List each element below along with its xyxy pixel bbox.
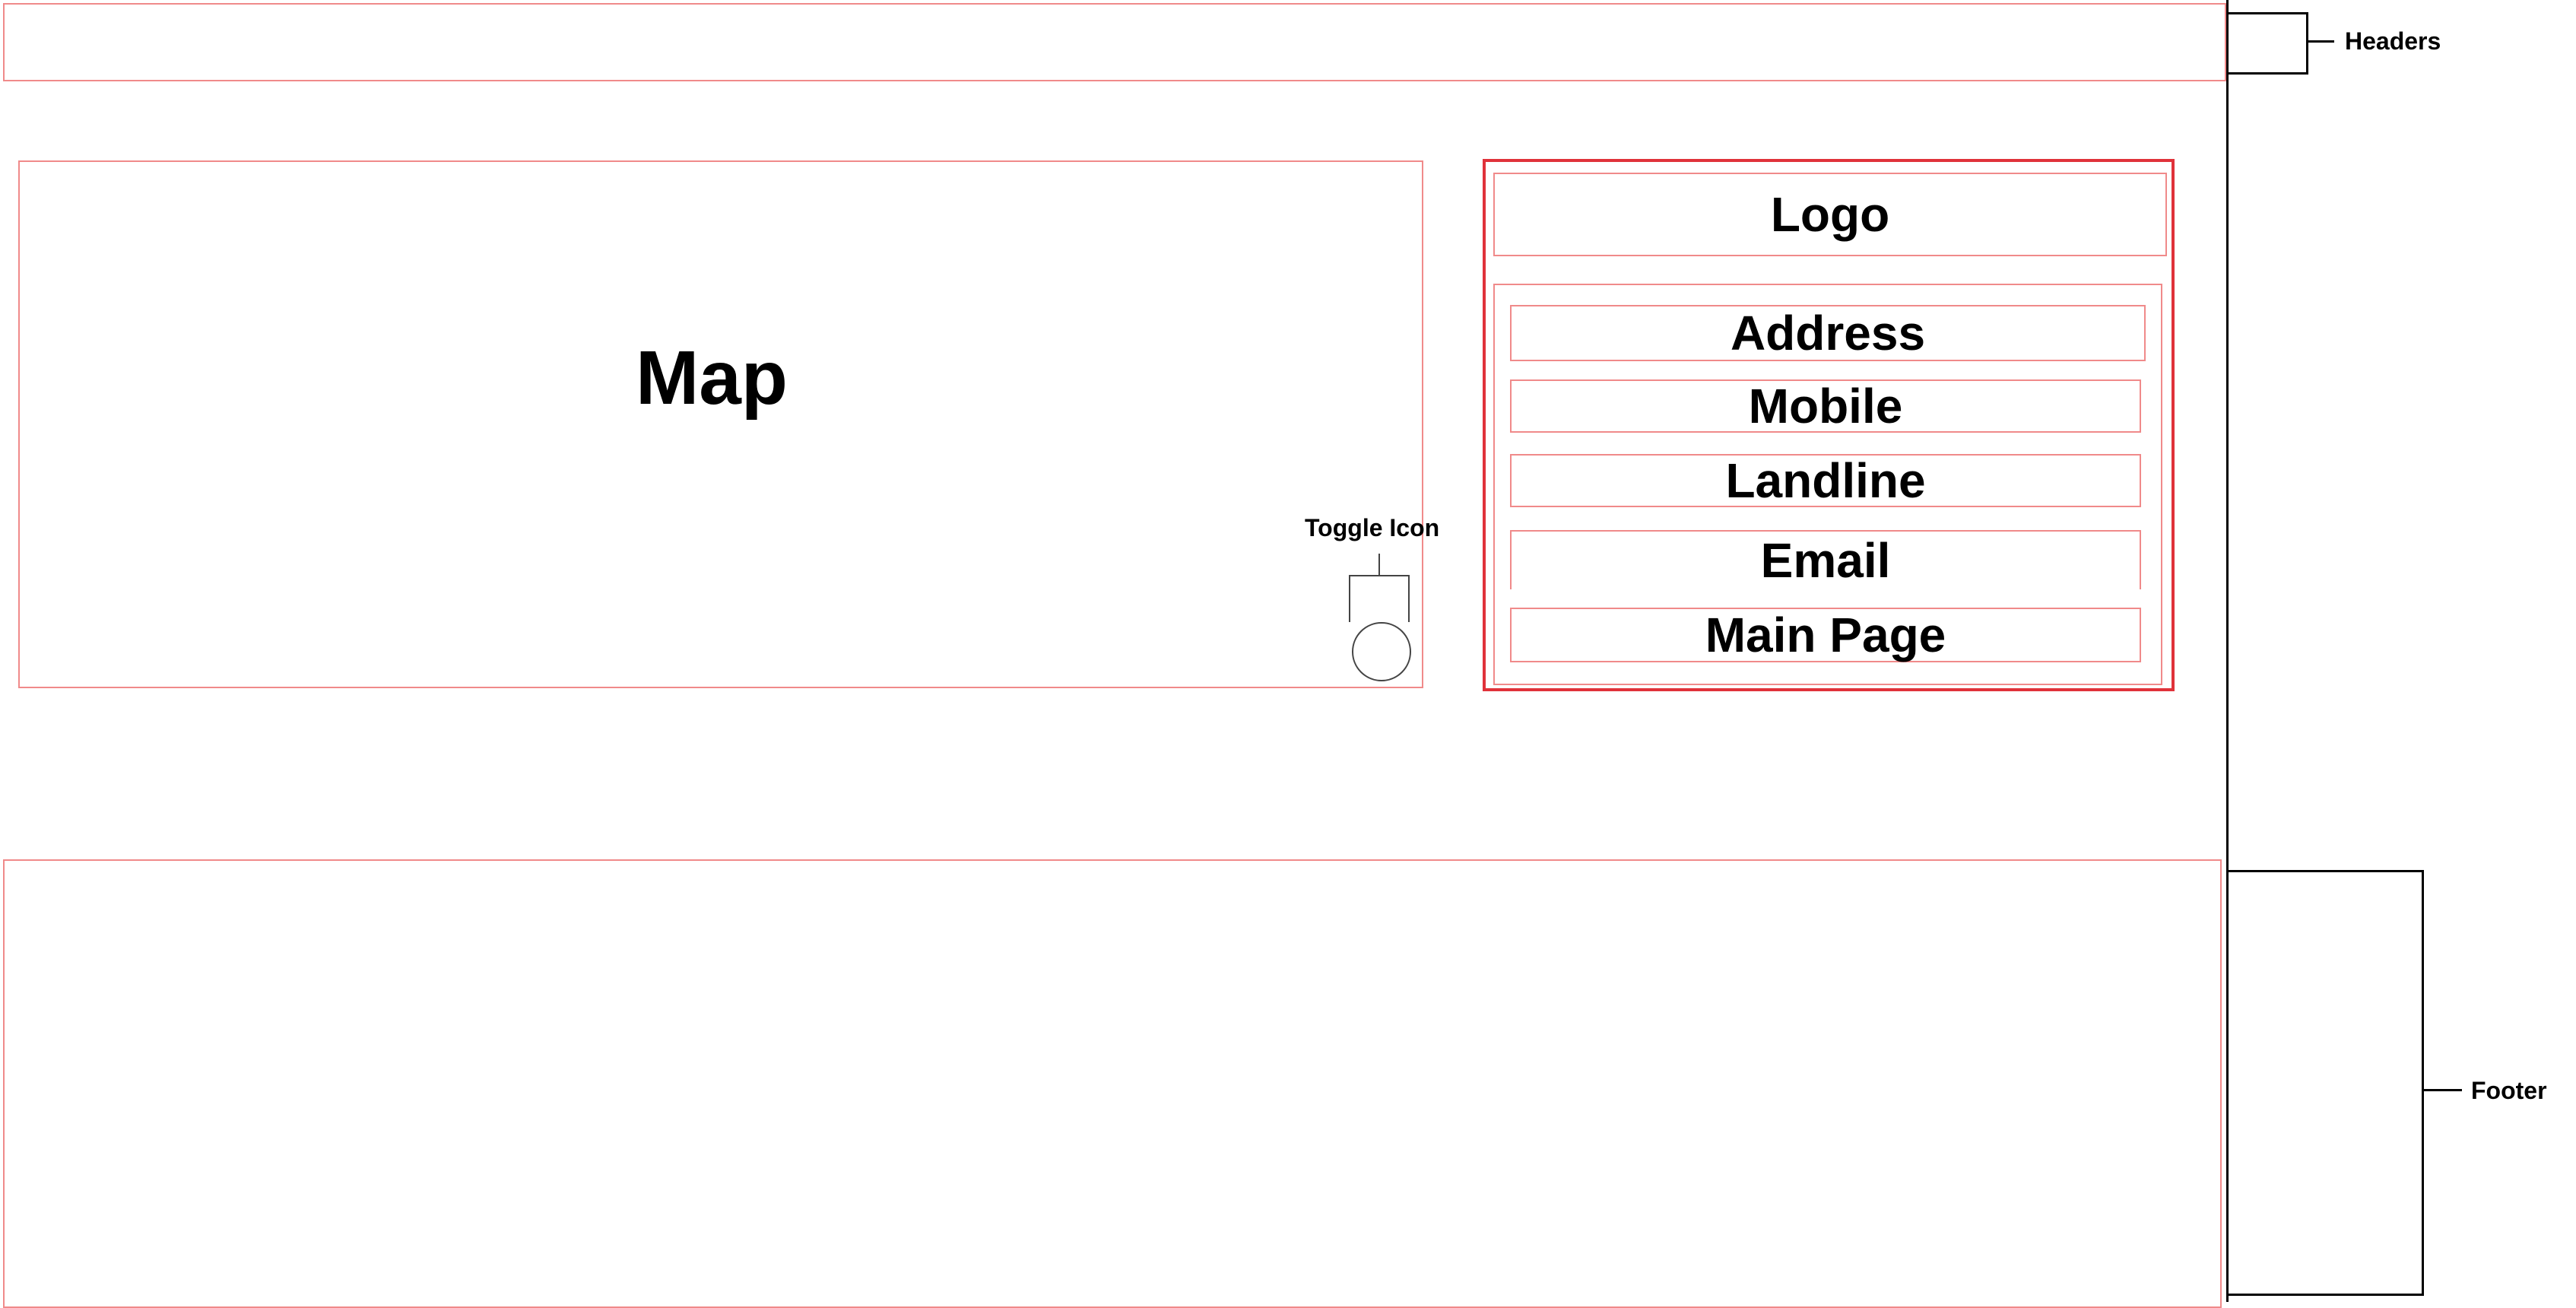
- info-panel: Logo Address Mobile Landline Email Main …: [1483, 159, 2175, 691]
- mobile-item[interactable]: Mobile: [1510, 379, 2141, 433]
- address-label: Address: [1730, 306, 1926, 360]
- address-item[interactable]: Address: [1510, 305, 2146, 361]
- main-page-item[interactable]: Main Page: [1510, 608, 2141, 662]
- email-item[interactable]: Email: [1510, 530, 2141, 589]
- toggle-icon[interactable]: [1352, 622, 1411, 681]
- map-region[interactable]: Map: [18, 160, 1423, 688]
- landline-label: Landline: [1725, 453, 1926, 508]
- main-page-label: Main Page: [1705, 608, 1946, 662]
- headers-connector: [2308, 40, 2334, 43]
- logo-box: Logo: [1493, 173, 2167, 256]
- headers-annotation-label: Headers: [2345, 27, 2441, 55]
- toggle-connector-top: [1349, 575, 1410, 576]
- toggle-connector-left: [1349, 575, 1350, 622]
- landline-item[interactable]: Landline: [1510, 453, 2141, 508]
- footer-annotation-label: Footer: [2471, 1077, 2547, 1104]
- toggle-icon-label: Toggle Icon: [1305, 514, 1440, 541]
- footer-region: [3, 859, 2222, 1308]
- contact-list: Address Mobile Landline Email Main Page: [1493, 284, 2162, 685]
- footer-connector: [2424, 1089, 2462, 1091]
- map-label: Map: [636, 335, 788, 421]
- footer-bracket: [2228, 870, 2424, 1296]
- toggle-connector-stem: [1378, 554, 1380, 576]
- header-region: [3, 3, 2226, 81]
- page-boundary-line: [2226, 0, 2229, 1302]
- mobile-label: Mobile: [1748, 379, 1903, 433]
- email-label: Email: [1760, 533, 1891, 588]
- toggle-connector-right: [1408, 575, 1410, 622]
- logo-label: Logo: [1770, 187, 1890, 242]
- headers-bracket: [2228, 12, 2308, 75]
